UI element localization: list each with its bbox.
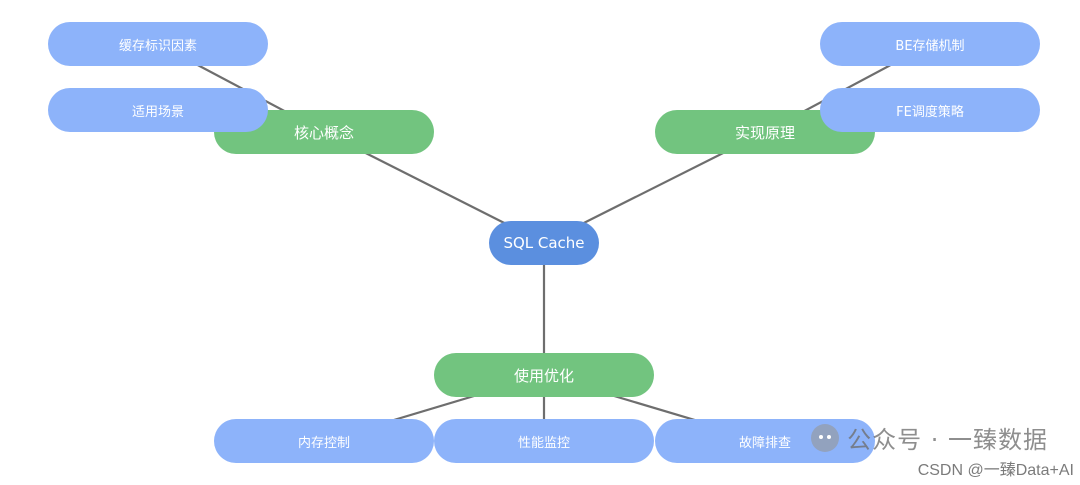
leaf-performance-monitoring: 性能监控 (434, 419, 654, 463)
leaf-troubleshooting-label: 故障排查 (738, 435, 791, 451)
root-label: SQL Cache (503, 234, 585, 252)
leaf-memory-label: 内存控制 (297, 435, 350, 451)
branch-usage-optimization: 使用优化 (434, 353, 654, 397)
wechat-icon (811, 423, 840, 452)
leaf-cache-identity-label: 缓存标识因素 (118, 38, 197, 54)
branch-core-label: 核心概念 (293, 123, 354, 142)
leaf-cache-identity: 缓存标识因素 (48, 22, 268, 66)
leaf-be-storage: BE存储机制 (820, 22, 1040, 66)
leaf-memory-control: 内存控制 (214, 419, 434, 463)
wechat-watermark: 公众号 · 一臻数据 (811, 420, 1048, 455)
leaf-applicable-scenarios: 适用场景 (48, 88, 268, 132)
leaf-performance-label: 性能监控 (517, 435, 570, 451)
leaf-fe-scheduling: FE调度策略 (820, 88, 1040, 132)
watermark-line1: 公众号 · 一臻数据 (847, 426, 1048, 454)
leaf-fe-scheduling-label: FE调度策略 (896, 104, 964, 120)
branch-usage-label: 使用优化 (513, 366, 574, 385)
branch-impl-label: 实现原理 (734, 123, 795, 142)
root-node: SQL Cache (489, 221, 599, 265)
leaf-be-storage-label: BE存储机制 (895, 38, 965, 54)
csdn-watermark: CSDN @一臻Data+AI (917, 462, 1074, 479)
leaf-scenarios-label: 适用场景 (131, 104, 184, 120)
